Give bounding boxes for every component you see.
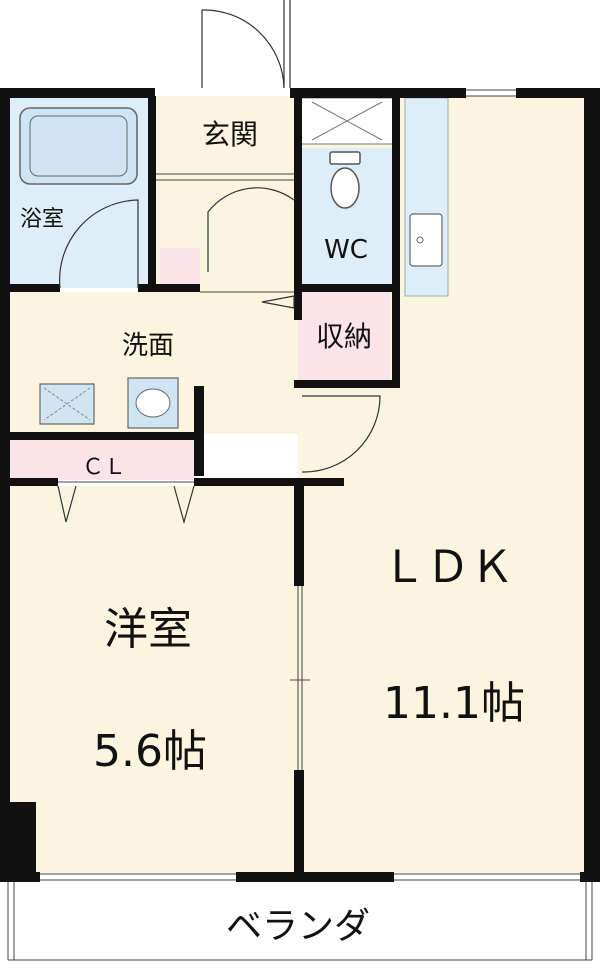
balcony-label: ベランダ (226, 906, 370, 947)
closet-label: ＣＬ (82, 455, 126, 480)
entrance-floor (155, 96, 298, 174)
bath-door-icon (59, 199, 139, 289)
kitchen-sink-icon (409, 213, 443, 267)
bathtub-icon (19, 107, 138, 185)
western-room-label: 洋室 (104, 604, 192, 655)
hall-door-icon (207, 187, 295, 272)
washing-machine-icon (39, 383, 95, 425)
closet-floor (10, 440, 196, 480)
storage-label: 収納 (316, 320, 372, 353)
western-room-floor (10, 486, 298, 873)
ldk-size: 11.1帖 (383, 678, 525, 729)
ldk-label: ＬＤＫ (382, 542, 514, 593)
toilet-icon (329, 151, 361, 209)
wc-label: WC (324, 235, 368, 265)
entrance-label: 玄関 (202, 118, 258, 151)
washroom-label: 洗面 (122, 331, 174, 361)
storage-floor (298, 292, 390, 380)
entrance-door-icon (201, 9, 285, 89)
bath-label: 浴室 (20, 207, 64, 232)
walls (0, 88, 600, 882)
closet-door-icon (57, 485, 77, 523)
hall-shoe-box (160, 248, 200, 284)
ldk-door-icon (301, 395, 381, 473)
storage-x-icon (311, 101, 383, 141)
western-room-size: 5.6帖 (93, 726, 207, 777)
